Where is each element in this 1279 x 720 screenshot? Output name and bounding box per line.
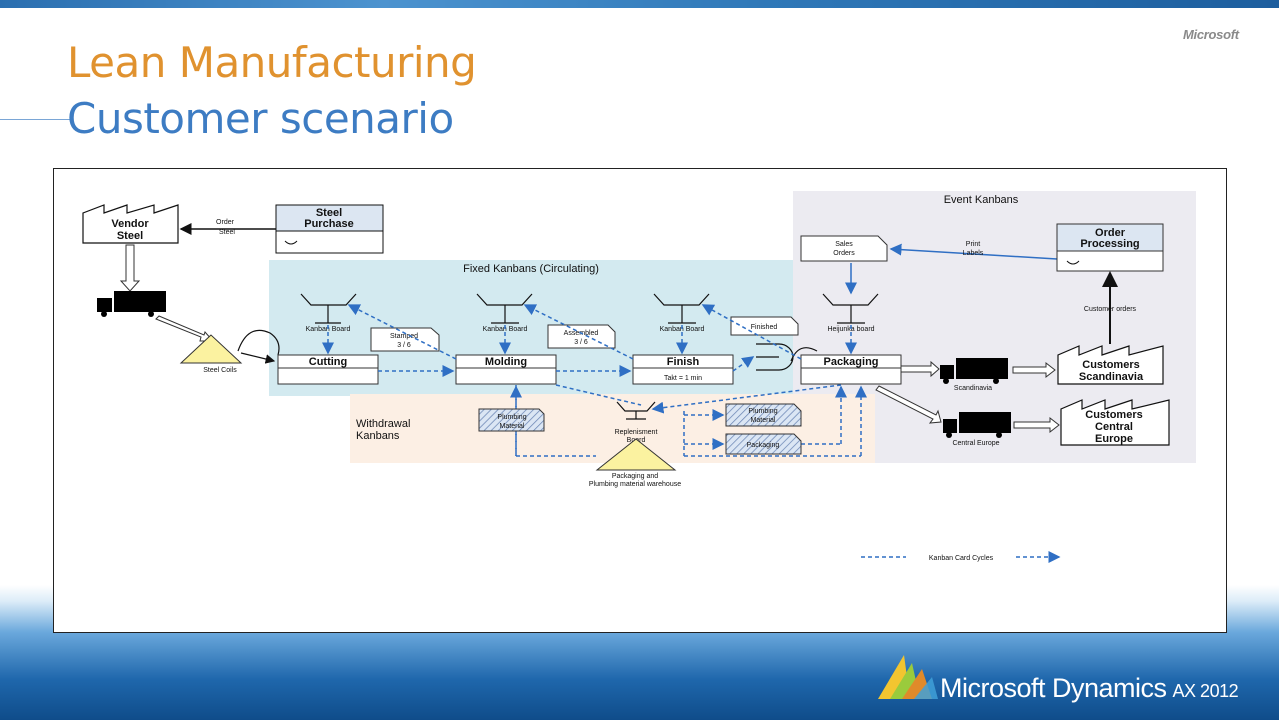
order-processing-box: Order Processing	[1056, 223, 1164, 272]
supermarket-icon	[756, 343, 794, 371]
svg-text:Kanban Board: Kanban Board	[483, 326, 528, 333]
svg-text:Takt = 1 min: Takt = 1 min	[664, 375, 702, 382]
cutting-process: Cutting	[277, 354, 379, 385]
svg-text:Europe: Europe	[1095, 433, 1133, 445]
svg-text:Packaging and: Packaging and	[612, 473, 658, 480]
svg-text:Material: Material	[500, 423, 525, 430]
finished-card: Finished	[730, 316, 799, 336]
molding-process: Molding	[455, 354, 557, 385]
packaging-loop	[790, 347, 818, 362]
warehouse-inventory: Packaging and Plumbing material warehous…	[589, 438, 681, 488]
svg-text:Material: Material	[751, 417, 776, 424]
dynamics-logo-icon	[878, 655, 938, 699]
dynamics-brand-name: Microsoft Dynamics	[940, 673, 1167, 703]
svg-text:Packaging: Packaging	[823, 356, 878, 368]
svg-text:Order: Order	[1095, 227, 1126, 239]
svg-text:Kanban Board: Kanban Board	[306, 326, 351, 333]
svg-text:Packaging: Packaging	[747, 442, 780, 449]
svg-text:Purchase: Purchase	[304, 218, 354, 230]
heijunka-board: Heijunka board	[822, 293, 879, 333]
event-kanbans-label: Event Kanbans	[944, 194, 1019, 206]
svg-text:Cutting: Cutting	[309, 356, 347, 368]
svg-text:Processing: Processing	[1080, 238, 1139, 250]
scandinavia-truck-icon	[940, 358, 1008, 384]
svg-text:Stamped: Stamped	[390, 333, 418, 340]
finish-process: Finish Takt = 1 min	[632, 354, 734, 385]
fixed-kanbans-label: Fixed Kanbans (Circulating)	[463, 263, 599, 275]
title-rule	[0, 119, 72, 120]
ship-europe-arrow-2	[1013, 416, 1060, 434]
svg-text:Heijunka board: Heijunka board	[827, 326, 874, 333]
ship-europe-arrow-1	[875, 385, 942, 424]
truck-to-coils-arrow	[155, 315, 215, 342]
svg-text:Customers: Customers	[1082, 359, 1139, 371]
print-labels-1: Print	[966, 241, 980, 248]
dynamics-version: AX 2012	[1172, 681, 1239, 701]
print-labels-2: Labels	[963, 250, 984, 257]
sales-orders-card: Sales Orders	[800, 235, 888, 262]
svg-text:Plumbing material warehouse: Plumbing material warehouse	[589, 481, 681, 488]
ship-scandinavia-arrow-2	[1012, 361, 1056, 379]
inbound-truck-icon	[97, 291, 166, 317]
vendor-shipment-arrow	[119, 244, 141, 292]
svg-text:Plumbing: Plumbing	[748, 408, 777, 415]
plumbing-material-card-left: Plumbing Material	[478, 408, 545, 432]
kanban-card-flows	[322, 304, 867, 457]
slide-title: Lean Manufacturing	[67, 38, 477, 87]
order-steel-label-1: Order	[216, 219, 235, 226]
svg-text:Kanban Card Cycles: Kanban Card Cycles	[929, 555, 994, 562]
svg-text:Steel: Steel	[117, 230, 143, 242]
svg-text:Kanban Board: Kanban Board	[660, 326, 705, 333]
stamped-card: Stamped 3 / 6	[370, 327, 440, 352]
vendor-steel-factory: Vendor Steel	[82, 204, 179, 244]
plumbing-material-card-right: Plumbing Material	[725, 403, 802, 427]
svg-text:Sales: Sales	[835, 241, 853, 248]
svg-text:Steel: Steel	[316, 207, 342, 219]
central-europe-label: Central Europe	[952, 440, 999, 447]
top-accent-bar	[0, 0, 1279, 8]
lean-diagram: Fixed Kanbans (Circulating) Event Kanban…	[53, 168, 1227, 633]
svg-text:Orders: Orders	[833, 250, 855, 257]
customers-scandinavia-factory: Customers Scandinavia	[1057, 345, 1164, 385]
svg-text:Plumbing: Plumbing	[497, 414, 526, 421]
svg-text:Replenisment: Replenisment	[615, 429, 658, 436]
svg-text:3 / 6: 3 / 6	[574, 339, 588, 346]
steel-purchase-box: Steel Purchase	[275, 204, 384, 254]
svg-text:Central: Central	[1095, 421, 1133, 433]
print-labels-arrow	[889, 243, 1058, 260]
withdrawal-kanbans-label-2: Kanbans	[356, 430, 400, 442]
withdrawal-kanbans-label-1: Withdrawal	[356, 418, 410, 430]
ship-scandinavia-arrow-1	[900, 360, 940, 378]
coils-feed-arrow	[240, 352, 276, 364]
svg-text:Scandinavia: Scandinavia	[1079, 371, 1144, 383]
svg-text:Finished: Finished	[751, 324, 778, 331]
svg-text:Vendor: Vendor	[111, 218, 149, 230]
kanban-board-cutting: Kanban Board	[300, 293, 357, 333]
coils-to-cutting-loop	[237, 329, 280, 356]
scandinavia-label: Scandinavia	[954, 385, 992, 392]
svg-text:3 / 6: 3 / 6	[397, 342, 411, 349]
steel-coils-label: Steel Coils	[203, 367, 237, 374]
steel-coils-inventory	[179, 334, 243, 364]
customer-orders-label: Customer orders	[1084, 306, 1137, 313]
kanban-board-molding: Kanban Board	[476, 293, 533, 333]
packaging-process: Packaging	[800, 354, 902, 385]
svg-text:Customers: Customers	[1085, 409, 1142, 421]
slide-subtitle: Customer scenario	[67, 94, 454, 143]
packaging-card: Packaging	[725, 433, 802, 455]
microsoft-logo: Microsoft	[1183, 27, 1239, 42]
svg-text:Finish: Finish	[667, 356, 700, 368]
legend: Kanban Card Cycles	[861, 551, 1061, 563]
customers-central-europe-factory: Customers Central Europe	[1060, 399, 1170, 446]
svg-text:Molding: Molding	[485, 356, 527, 368]
kanban-board-finish: Kanban Board	[653, 293, 710, 333]
central-europe-truck-icon	[943, 412, 1011, 438]
order-steel-label-2: Steel	[219, 229, 235, 236]
